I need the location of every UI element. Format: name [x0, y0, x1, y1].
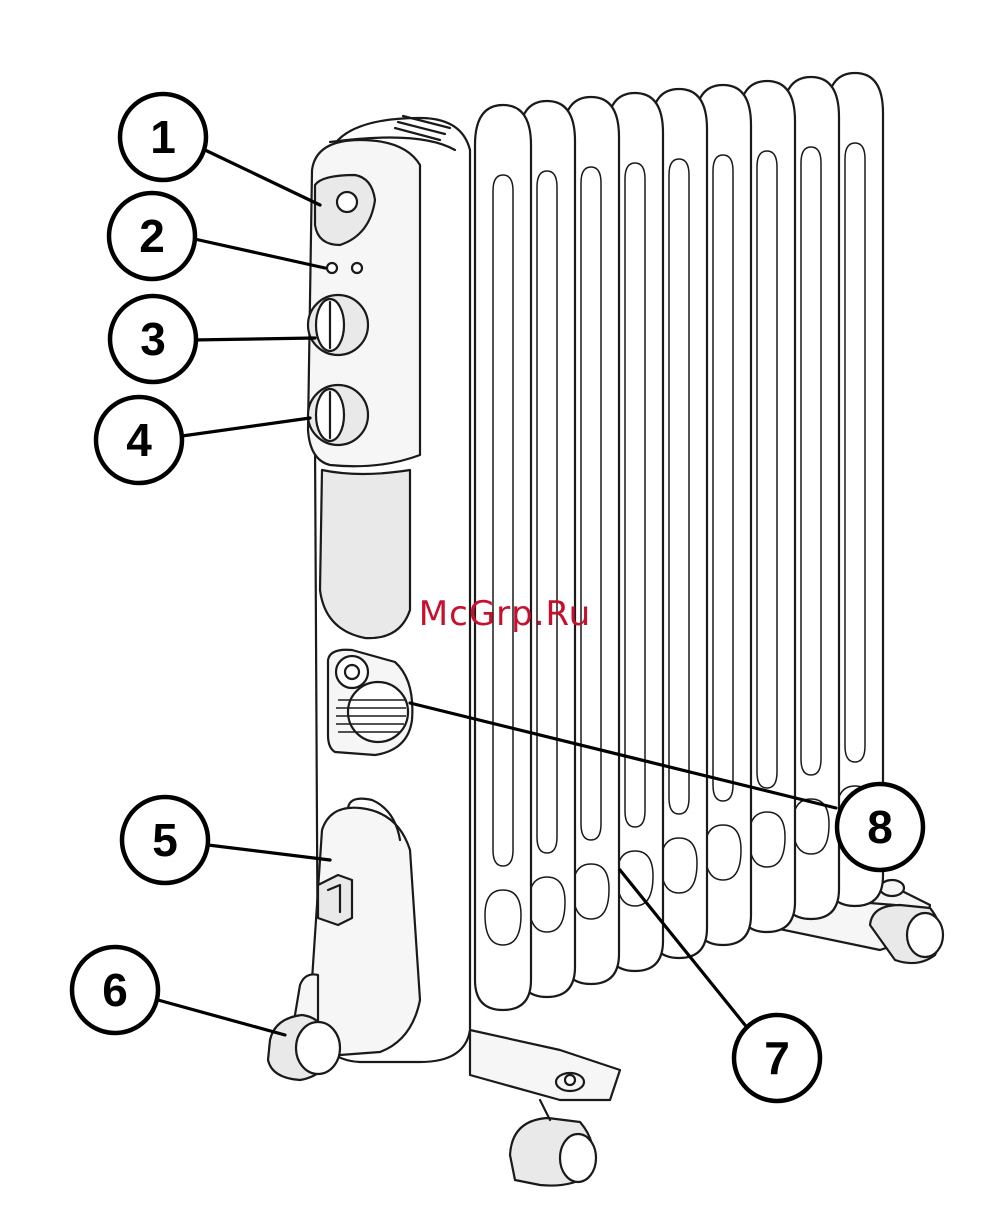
callout-8: 8: [837, 784, 923, 870]
watermark: McGrp.Ru: [419, 594, 591, 634]
power-knob[interactable]: [308, 295, 368, 355]
cord-wrap-emblem: [328, 650, 412, 755]
callout-5-label: 5: [152, 814, 178, 866]
callout-3-label: 3: [140, 313, 166, 365]
callout-6-label: 6: [102, 964, 128, 1016]
callout-5: 5: [122, 797, 208, 883]
callout-2-label: 2: [139, 210, 165, 262]
cord-storage-box: [310, 799, 420, 1055]
radiator-fin: [475, 105, 531, 1010]
callout-4: 4: [96, 397, 182, 483]
callout-6: 6: [72, 947, 158, 1033]
callout-8-label: 8: [867, 801, 893, 853]
leader-6: [158, 1000, 285, 1035]
leader-5: [208, 845, 330, 860]
leader-3: [192, 338, 315, 340]
leader-4: [182, 418, 310, 436]
callout-2: 2: [109, 193, 195, 279]
callout-7: 7: [734, 1015, 820, 1101]
radiator-fins: [475, 73, 883, 1010]
leader-2: [190, 238, 325, 268]
callout-3: 3: [110, 296, 196, 382]
callout-1: 1: [120, 94, 206, 180]
thermostat-knob[interactable]: [308, 385, 368, 445]
callout-4-label: 4: [126, 414, 152, 466]
callout-7-label: 7: [764, 1032, 790, 1084]
leader-1: [205, 150, 320, 205]
callout-1-label: 1: [150, 111, 176, 163]
